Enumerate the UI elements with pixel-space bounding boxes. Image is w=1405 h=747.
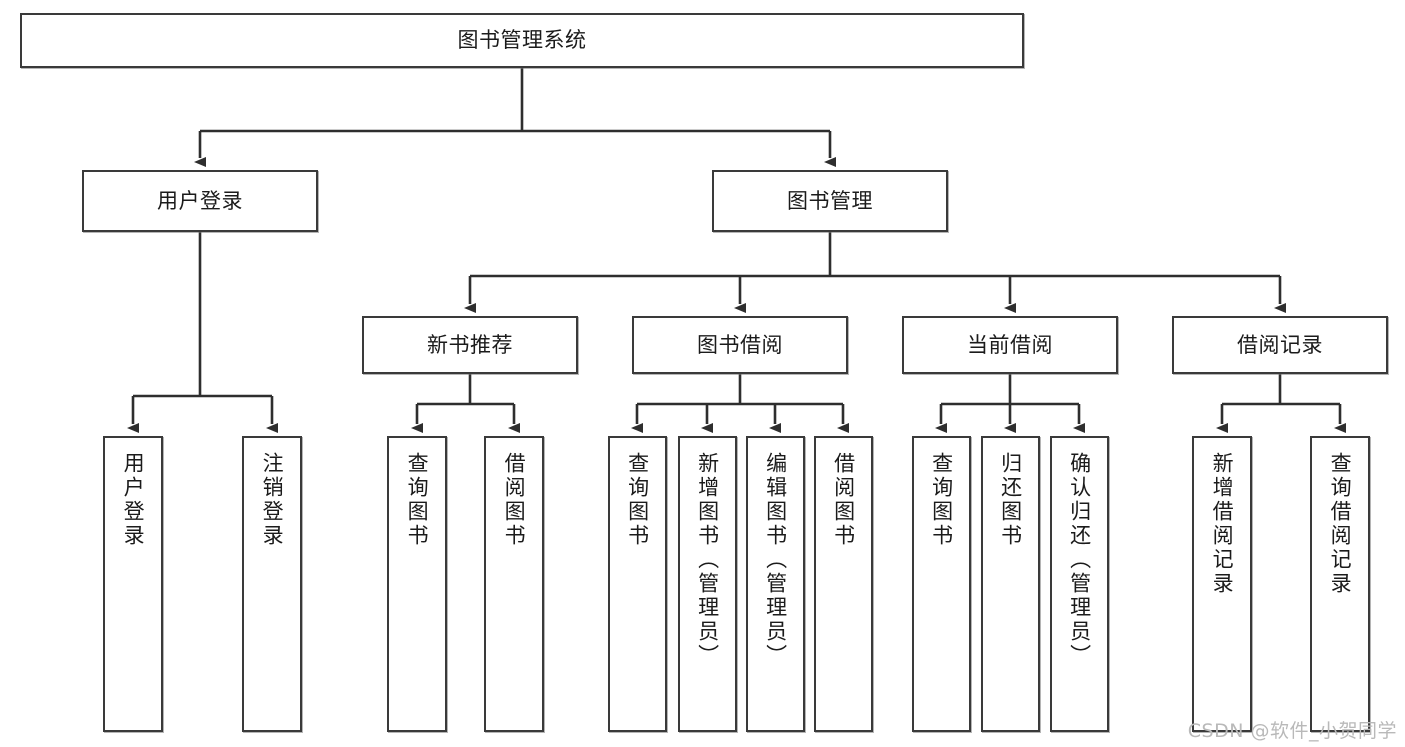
node-book-borrow-label: 图书借阅 [697,332,783,357]
leaf-user-login-signout[interactable]: 注销登录 [242,436,302,732]
leaf-current-return-book-label: 归还图书 [998,452,1023,548]
node-current-borrow[interactable]: 当前借阅 [902,316,1118,374]
leaf-recommend-borrow-book[interactable]: 借阅图书 [484,436,544,732]
leaf-borrow-add-book-label: 新增图书（管理员） [695,452,720,668]
node-user-login-label: 用户登录 [157,188,243,213]
node-book-borrow[interactable]: 图书借阅 [632,316,848,374]
node-new-book-recommend[interactable]: 新书推荐 [362,316,578,374]
leaf-borrow-edit-book[interactable]: 编辑图书（管理员） [746,436,805,732]
leaf-record-add[interactable]: 新增借阅记录 [1192,436,1252,732]
leaf-user-login-signin-label: 用户登录 [121,452,146,548]
leaf-recommend-query-book[interactable]: 查询图书 [387,436,447,732]
leaf-borrow-borrow-book[interactable]: 借阅图书 [814,436,873,732]
leaf-user-login-signin[interactable]: 用户登录 [103,436,163,732]
leaf-recommend-query-book-label: 查询图书 [405,452,430,548]
node-root[interactable]: 图书管理系统 [20,13,1024,68]
leaf-current-confirm-return-label: 确认归还（管理员） [1067,452,1092,668]
leaf-borrow-query-book-label: 查询图书 [625,452,650,548]
watermark: CSDN @软件_小贺同学 [1187,720,1397,742]
leaf-user-login-signout-label: 注销登录 [260,452,285,548]
leaf-record-add-label: 新增借阅记录 [1210,452,1235,596]
node-root-label: 图书管理系统 [457,28,587,53]
leaf-borrow-borrow-book-label: 借阅图书 [831,452,856,548]
leaf-recommend-borrow-book-label: 借阅图书 [502,452,527,548]
leaf-current-return-book[interactable]: 归还图书 [981,436,1040,732]
node-current-borrow-label: 当前借阅 [967,332,1053,357]
leaf-borrow-add-book[interactable]: 新增图书（管理员） [678,436,737,732]
node-new-book-recommend-label: 新书推荐 [427,332,513,357]
leaf-borrow-edit-book-label: 编辑图书（管理员） [763,452,788,668]
leaf-record-query[interactable]: 查询借阅记录 [1310,436,1370,732]
node-user-login[interactable]: 用户登录 [82,170,318,232]
node-book-management-label: 图书管理 [787,188,873,213]
node-borrow-record[interactable]: 借阅记录 [1172,316,1388,374]
node-borrow-record-label: 借阅记录 [1237,332,1323,357]
leaf-current-confirm-return[interactable]: 确认归还（管理员） [1050,436,1109,732]
leaf-current-query-book-label: 查询图书 [929,452,954,548]
leaf-borrow-query-book[interactable]: 查询图书 [608,436,667,732]
leaf-record-query-label: 查询借阅记录 [1328,452,1353,596]
leaf-current-query-book[interactable]: 查询图书 [912,436,971,732]
node-book-management[interactable]: 图书管理 [712,170,948,232]
